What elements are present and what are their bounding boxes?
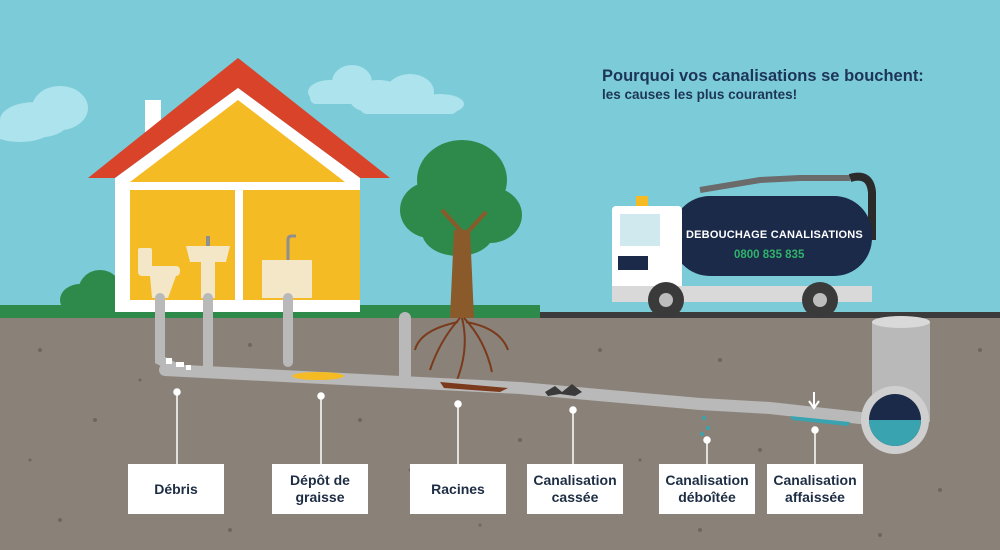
truck-tank-text: DEBOUCHAGE CANALISATIONS [686,229,863,241]
label-deboitee: Canalisation déboîtée [659,464,755,514]
infographic-title: Pourquoi vos canalisations se bouchent: … [602,66,982,104]
truck-tank [672,196,872,276]
house [88,58,390,312]
label-cassee: Canalisation cassée [527,464,623,514]
title-line2: les causes les plus courantes! [602,87,798,102]
cloud-left [0,86,88,142]
cloud-right [350,74,464,114]
title-line1: Pourquoi vos canalisations se bouchent: [602,67,924,85]
label-debris: Débris [128,464,224,514]
sink-icon [186,236,230,298]
label-racines: Racines [410,464,506,514]
road [540,312,1000,320]
roots-blockage-icon [440,382,508,392]
pointer-lines [173,388,819,464]
truck-phone: 0800 835 835 [734,249,805,261]
roots [414,317,509,386]
truck-wheels [648,282,838,318]
grease-icon [292,372,344,380]
sag-water-icon [790,416,850,426]
label-affaissee: Canalisation affaissée [767,464,863,514]
kitchen-sink-icon [262,234,312,298]
water-drops-icon [700,416,710,436]
ground [0,318,1000,550]
debris-icon [166,358,191,370]
toilet-icon [138,248,180,298]
tree [400,140,522,386]
arrow-down-icon [808,392,820,410]
broken-pipe-icon [545,384,582,396]
truck [612,172,876,318]
pipes [155,293,866,424]
label-graisse: Dépôt de graisse [272,464,368,514]
main-pipe [159,364,866,424]
